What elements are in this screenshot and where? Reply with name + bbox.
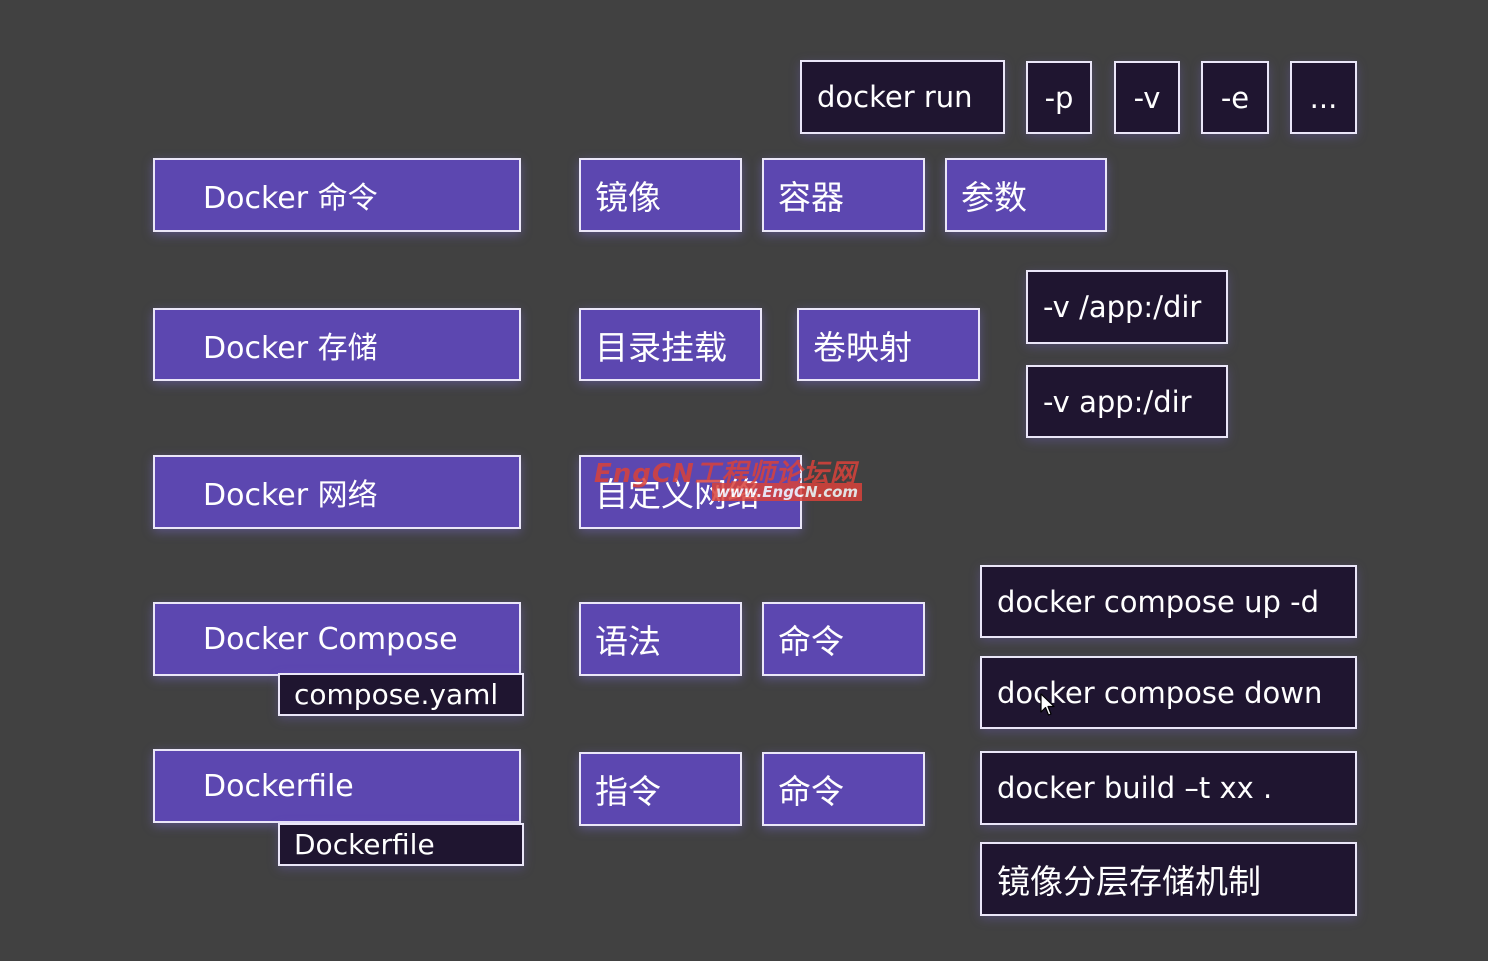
dockerfile-box: Dockerfile	[153, 749, 521, 823]
instruction-box: 指令	[579, 752, 742, 826]
docker-compose-label: Docker Compose	[203, 622, 458, 657]
dir-mount-box: 目录挂载	[579, 308, 762, 381]
docker-commands-label: Docker 命令	[203, 181, 378, 216]
flag-p-box: -p	[1026, 61, 1092, 134]
flag-more-box: ...	[1290, 61, 1357, 134]
syntax-box: 语法	[579, 602, 742, 676]
docker-storage-box: Docker 存储	[153, 308, 521, 381]
docker-run-label: docker run	[817, 80, 973, 114]
dockerfile-label: Dockerfile	[203, 769, 354, 804]
dir-mount-label: 目录挂载	[595, 327, 727, 367]
layer-storage-box: 镜像分层存储机制	[980, 842, 1357, 916]
custom-network-box: 自定义网络	[579, 455, 802, 529]
docker-compose-box: Docker Compose	[153, 602, 521, 676]
flag-v-label: -v	[1133, 80, 1161, 115]
flag-e-label: -e	[1220, 80, 1250, 115]
docker-commands-box: Docker 命令	[153, 158, 521, 232]
volume-abs-path-box: -v /app:/dir	[1026, 270, 1228, 344]
flag-v-box: -v	[1114, 61, 1180, 134]
docker-build-label: docker build –t xx .	[997, 771, 1273, 805]
compose-yaml-box: compose.yaml	[278, 673, 524, 716]
dockerfile-command-label: 命令	[778, 772, 844, 811]
flag-p-label: -p	[1044, 80, 1074, 115]
container-label: 容器	[778, 178, 844, 217]
mouse-cursor-icon	[1040, 693, 1055, 716]
volume-named-box: -v app:/dir	[1026, 365, 1228, 438]
docker-network-box: Docker 网络	[153, 455, 521, 529]
docker-run-box: docker run	[800, 60, 1005, 134]
image-box: 镜像	[579, 158, 742, 232]
compose-up-box: docker compose up -d	[980, 565, 1357, 638]
dockerfile-file-label: Dockerfile	[294, 828, 435, 861]
flag-more-label: ...	[1309, 80, 1338, 115]
custom-network-label: 自定义网络	[595, 475, 760, 514]
docker-build-box: docker build –t xx .	[980, 751, 1357, 825]
dockerfile-file-box: Dockerfile	[278, 823, 524, 866]
compose-down-box: docker compose down	[980, 656, 1357, 729]
instruction-label: 指令	[595, 772, 661, 811]
volume-mapping-label: 卷映射	[813, 327, 912, 367]
image-label: 镜像	[595, 178, 661, 217]
compose-command-label: 命令	[778, 622, 844, 661]
container-box: 容器	[762, 158, 925, 232]
flag-e-box: -e	[1201, 61, 1269, 134]
compose-command-box: 命令	[762, 602, 925, 676]
docker-storage-label: Docker 存储	[203, 330, 378, 366]
params-label: 参数	[961, 178, 1027, 217]
syntax-label: 语法	[595, 622, 661, 661]
volume-mapping-box: 卷映射	[797, 308, 980, 381]
compose-yaml-label: compose.yaml	[294, 678, 499, 711]
params-box: 参数	[945, 158, 1107, 232]
dockerfile-command-box: 命令	[762, 752, 925, 826]
volume-abs-path-label: -v /app:/dir	[1043, 290, 1202, 324]
compose-up-label: docker compose up -d	[997, 584, 1319, 619]
docker-network-label: Docker 网络	[203, 478, 378, 513]
volume-named-label: -v app:/dir	[1043, 384, 1192, 419]
layer-storage-label: 镜像分层存储机制	[997, 862, 1261, 901]
